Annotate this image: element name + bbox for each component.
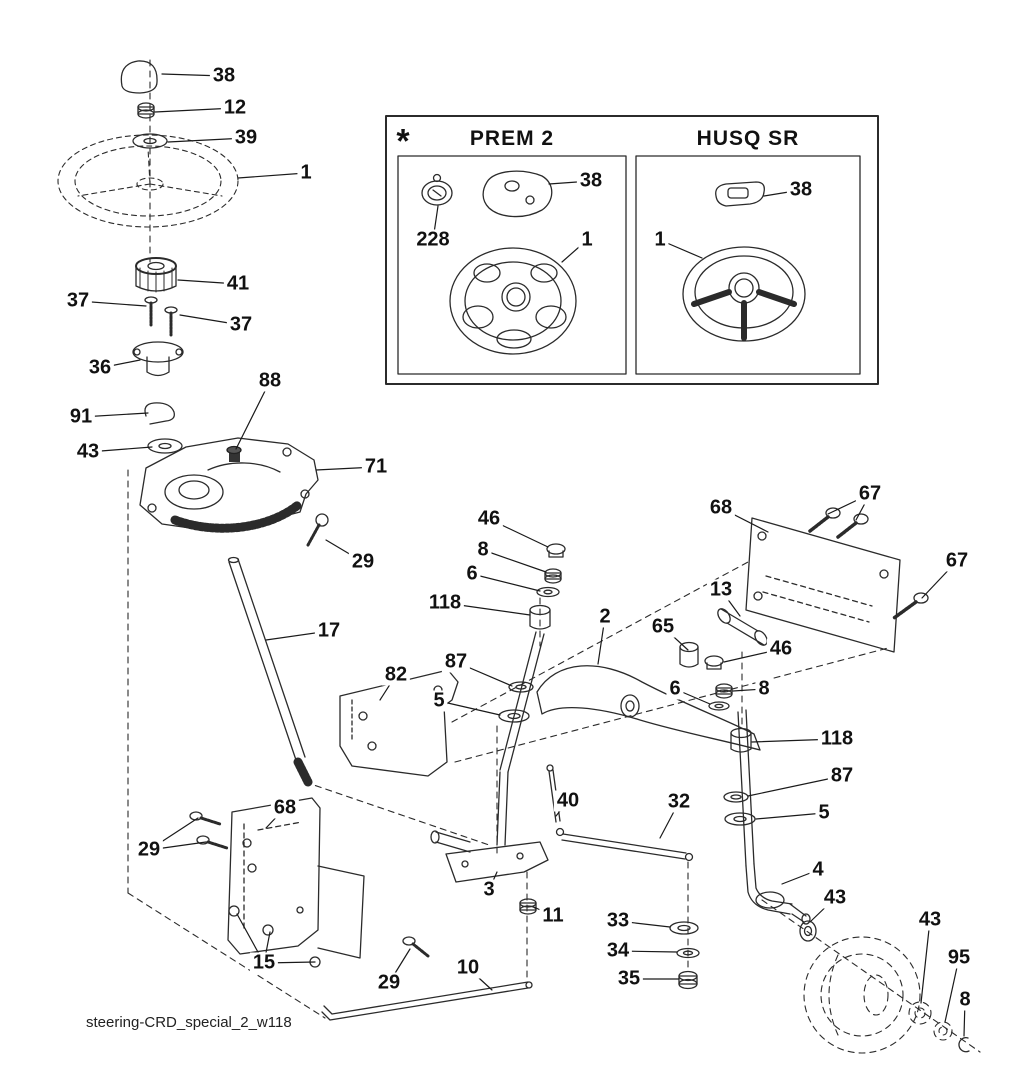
inset-wheel-prem2 — [449, 247, 577, 355]
right-spindle-parts — [679, 608, 768, 867]
inset-title-husqsr: HUSQ SR — [696, 127, 800, 150]
inset-left-box — [397, 155, 627, 375]
gear-sector-teeth — [170, 500, 303, 533]
front-wheel-ghost — [803, 936, 953, 1054]
inset-cap-38-right — [715, 181, 765, 207]
inset-outer-box — [385, 115, 879, 385]
label-leader-lines — [77, 73, 966, 1037]
left-spindle-parts — [498, 543, 566, 773]
steering-wheel-options-inset — [385, 115, 879, 385]
steering-wheel-assembly — [57, 60, 239, 454]
mount-bolts-37 — [144, 296, 178, 337]
front-axle — [536, 665, 761, 751]
axle-support-bracket-left — [189, 797, 430, 968]
steering-plate-assembly — [430, 771, 549, 915]
drawing-reference-code: steering-CRD_special_2_w118 — [86, 1014, 292, 1031]
inset-title-prem2: PREM 2 — [469, 127, 555, 150]
assembly-guide-lines — [127, 59, 981, 1053]
support-bracket-82 — [339, 669, 459, 777]
hex-bolts-67 — [808, 507, 929, 620]
axle-support-bracket-right — [745, 507, 929, 653]
retainer-clip-91 — [144, 402, 175, 425]
inset-right-box — [635, 155, 861, 375]
steering-shaft — [227, 556, 313, 787]
steering-wheel-ghost — [57, 134, 239, 228]
steering-gear-housing — [139, 437, 329, 547]
key-fob-228 — [421, 173, 453, 206]
spindle-4 — [745, 863, 817, 942]
inset-cap-38-left — [482, 170, 553, 218]
adjust-knob-88 — [226, 445, 242, 462]
inset-wheel-husqsr — [682, 246, 806, 342]
wheel-cap-38 — [120, 60, 158, 94]
splined-shaft-end — [293, 757, 313, 787]
e-clip-8 — [958, 1037, 970, 1053]
steering-linkages — [321, 764, 694, 1021]
tie-rod-end-hardware — [669, 921, 700, 990]
inset-asterisk-marker: * — [396, 122, 410, 161]
